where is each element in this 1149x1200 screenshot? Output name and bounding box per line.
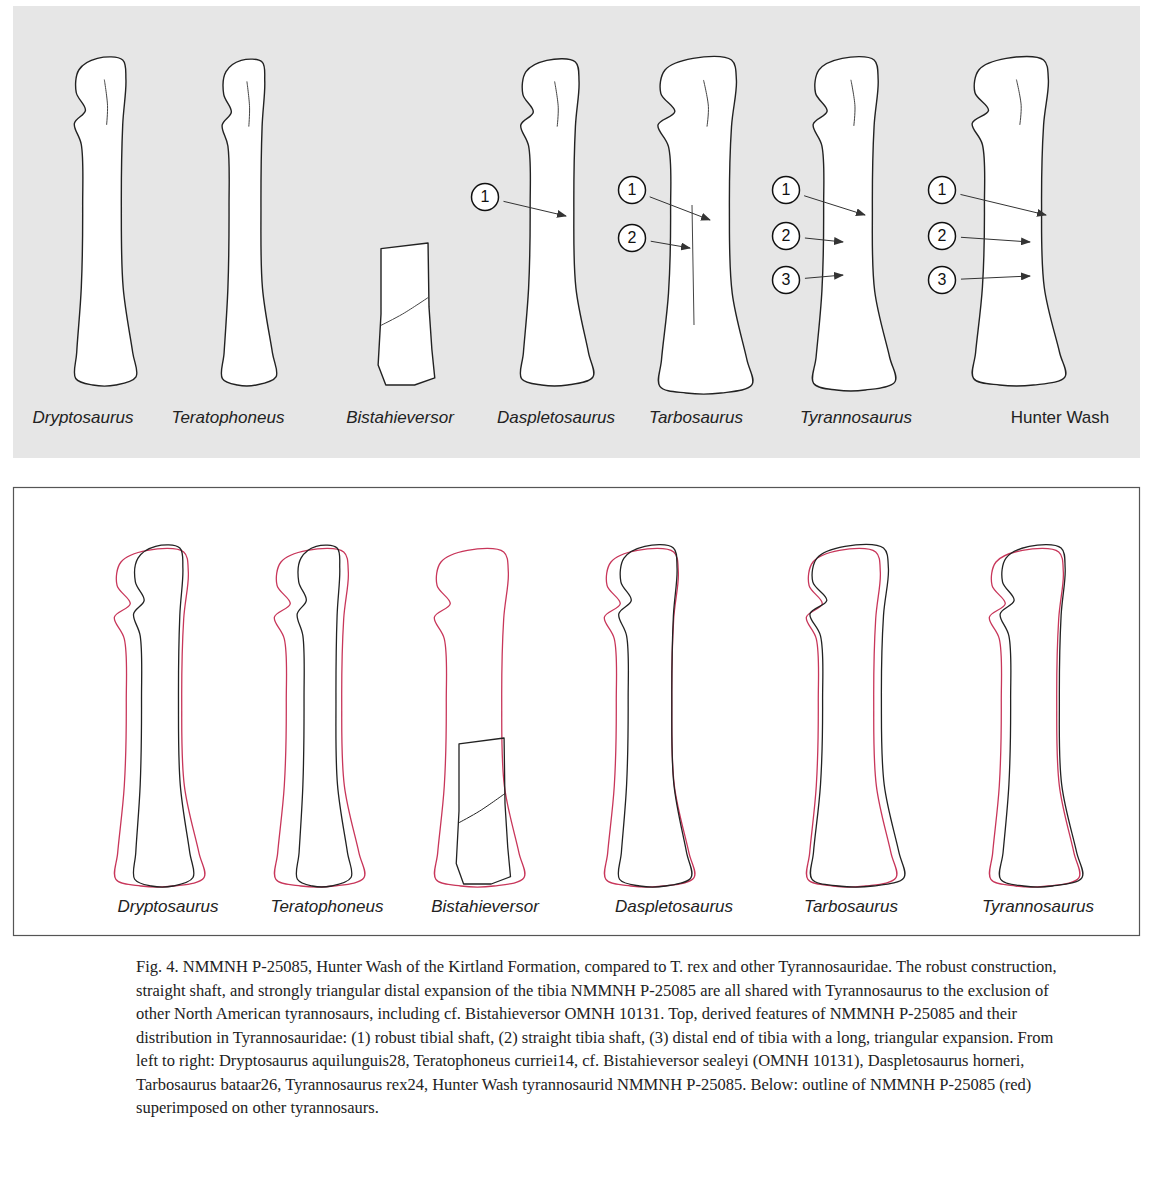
callout-circle: 2: [771, 221, 801, 251]
callout-number: 1: [617, 175, 647, 205]
tibia-outline: [133, 545, 194, 887]
top-panel: [13, 6, 1140, 458]
hunter-wash-outline: [434, 548, 525, 887]
taxon-label: Tyrannosaurus: [800, 408, 912, 428]
tibia-outline: [812, 57, 896, 391]
bone-detail: [1016, 80, 1021, 126]
bone-detail: [104, 80, 107, 126]
bone-detail: [555, 81, 559, 126]
leader-arrow: [804, 196, 865, 215]
tibia-outline: [378, 243, 435, 385]
leader-arrow: [961, 237, 1030, 242]
overlay-bones: [114, 544, 1083, 887]
callout-number: 2: [927, 221, 957, 251]
callout-number: 2: [617, 223, 647, 253]
leader-arrow: [650, 197, 710, 220]
tibia-outline: [520, 59, 594, 386]
tibia-outline: [456, 738, 510, 884]
callout-number: 2: [771, 221, 801, 251]
bone-detail: [247, 81, 250, 126]
taxon-label: Tyrannosaurus: [982, 897, 1094, 917]
bone-detail: [459, 793, 505, 822]
tibia-outline: [221, 59, 277, 386]
top-bones: [74, 56, 1066, 394]
leader-arrow: [503, 201, 566, 216]
callout-number: 1: [470, 182, 500, 212]
leader-arrow: [805, 238, 843, 242]
callout-circle: 1: [470, 182, 500, 212]
bottom-panel: [14, 488, 1140, 936]
bone-detail: [851, 80, 855, 126]
leader-arrow: [960, 194, 1046, 215]
callout-circle: 2: [927, 221, 957, 251]
callout-circle: 1: [771, 175, 801, 205]
tibia-outline: [972, 56, 1066, 386]
leader-arrows: [503, 194, 1046, 279]
tibia-outline: [810, 544, 905, 887]
taxon-label: Teratophoneus: [172, 408, 285, 428]
figure-caption: Fig. 4. NMMNH P-25085, Hunter Wash of th…: [136, 955, 1064, 1120]
taxon-label: Bistahieversor: [346, 408, 454, 428]
taxon-label: Hunter Wash: [1011, 408, 1110, 428]
callout-circle: 3: [927, 265, 957, 295]
callout-circle: 2: [617, 223, 647, 253]
tibia-outline: [618, 545, 692, 887]
callout-circle: 1: [617, 175, 647, 205]
hunter-wash-outline: [274, 548, 365, 887]
taxon-label: Daspletosaurus: [497, 408, 615, 428]
hunter-wash-outline: [989, 548, 1080, 887]
taxon-label: Tarbosaurus: [649, 408, 743, 428]
bone-detail: [692, 205, 694, 325]
taxon-label: Tarbosaurus: [804, 897, 898, 917]
taxon-label: Bistahieversor: [431, 897, 539, 917]
figure-art: [0, 0, 1149, 950]
taxon-label: Teratophoneus: [271, 897, 384, 917]
hunter-wash-outline: [604, 548, 695, 887]
taxon-label: Dryptosaurus: [32, 408, 133, 428]
callout-circle: 3: [771, 265, 801, 295]
leader-arrow: [651, 241, 690, 248]
callout-number: 1: [927, 175, 957, 205]
callout-number: 1: [771, 175, 801, 205]
leader-arrow: [805, 275, 843, 278]
hunter-wash-outline: [114, 548, 205, 887]
tibia-outline: [74, 57, 137, 386]
leader-arrow: [961, 276, 1030, 279]
bone-detail: [704, 80, 709, 127]
callout-number: 3: [927, 265, 957, 295]
tibia-outline: [999, 545, 1083, 887]
callout-number: 3: [771, 265, 801, 295]
hunter-wash-outline: [806, 548, 897, 887]
bone-detail: [381, 297, 429, 325]
taxon-label: Daspletosaurus: [615, 897, 733, 917]
tibia-outline: [658, 56, 753, 394]
taxon-label: Dryptosaurus: [117, 897, 218, 917]
callout-circle: 1: [927, 175, 957, 205]
tibia-outline: [296, 545, 352, 887]
